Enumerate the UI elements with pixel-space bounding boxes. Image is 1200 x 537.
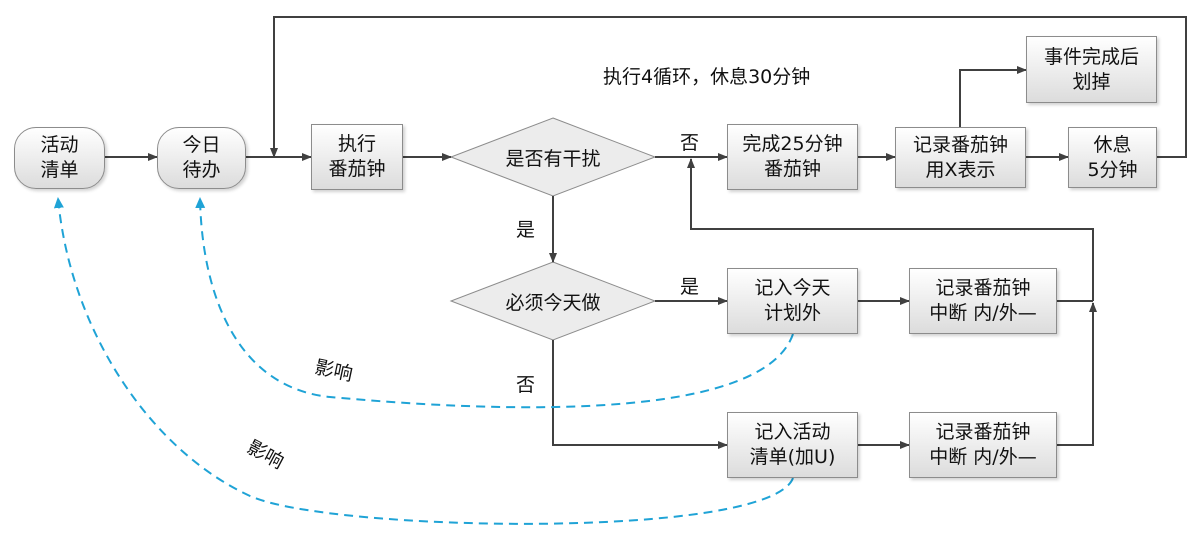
must-today-decision-text: 必须今天做 — [505, 291, 601, 314]
arrow-return-to-main — [687, 158, 1094, 301]
execute-tomato-node: 执行 番茄钟 — [311, 124, 403, 190]
unplanned-today-node: 记入今天 计划外 — [727, 268, 858, 334]
no-label-1: 否 — [680, 132, 700, 154]
add-activity-list-node: 记入活动 清单(加U) — [727, 412, 858, 478]
rest-5-node: 休息 5分钟 — [1068, 127, 1157, 188]
rest-5-line1: 休息 — [1093, 133, 1132, 156]
today-todo-line1: 今日 — [182, 134, 221, 156]
cross-out-node: 事件完成后 划掉 — [1026, 36, 1157, 103]
add-activity-list-line2: 清单(加U) — [749, 446, 836, 468]
execute-tomato-line1: 执行 — [337, 133, 376, 155]
record-x-node: 记录番茄钟 用X表示 — [895, 127, 1026, 188]
arrow-record2-to-return — [1057, 302, 1097, 446]
cross-out-line2: 划掉 — [1072, 70, 1111, 93]
unplanned-today-line1: 记入今天 — [754, 277, 831, 299]
record-interrupt-1-line1: 记录番茄钟 — [935, 277, 1031, 299]
record-interrupt-2-line2: 中断 内/外— — [929, 446, 1037, 468]
arrow-no-to-add-activity — [552, 340, 728, 449]
rest-5-line2: 5分钟 — [1087, 158, 1138, 181]
record-interrupt-node-2: 记录番茄钟 中断 内/外— — [909, 412, 1057, 478]
interference-decision-text: 是否有干扰 — [505, 147, 601, 170]
record-x-line2: 用X表示 — [925, 158, 996, 181]
add-activity-list-line1: 记入活动 — [754, 421, 831, 443]
execute-tomato-line2: 番茄钟 — [328, 158, 386, 180]
influence-curve-activity — [53, 197, 794, 525]
today-todo-node: 今日 待办 — [157, 127, 246, 189]
complete-25-line1: 完成25分钟 — [742, 133, 843, 155]
yes-label-2: 是 — [680, 276, 700, 298]
complete-25-line2: 番茄钟 — [763, 158, 821, 180]
today-todo-line2: 待办 — [182, 159, 221, 181]
record-interrupt-2-line1: 记录番茄钟 — [935, 421, 1031, 443]
loop-note-label: 执行4循环，休息30分钟 — [603, 66, 811, 88]
activity-list-node: 活动 清单 — [14, 127, 105, 189]
yes-label-1: 是 — [516, 219, 536, 241]
activity-list-line1: 活动 — [40, 134, 79, 156]
complete-25-node: 完成25分钟 番茄钟 — [727, 124, 858, 190]
record-interrupt-node-1: 记录番茄钟 中断 内/外— — [909, 268, 1057, 334]
no-label-2: 否 — [516, 374, 536, 396]
unplanned-today-line2: 计划外 — [763, 302, 821, 324]
arrow-record-to-crossout — [959, 66, 1027, 127]
activity-list-line2: 清单 — [40, 159, 79, 181]
cross-out-line1: 事件完成后 — [1043, 45, 1139, 68]
arrow-loop-back — [270, 16, 1187, 158]
record-x-line1: 记录番茄钟 — [912, 133, 1008, 156]
influence-curve-today — [195, 197, 794, 409]
record-interrupt-1-line2: 中断 内/外— — [929, 302, 1037, 324]
